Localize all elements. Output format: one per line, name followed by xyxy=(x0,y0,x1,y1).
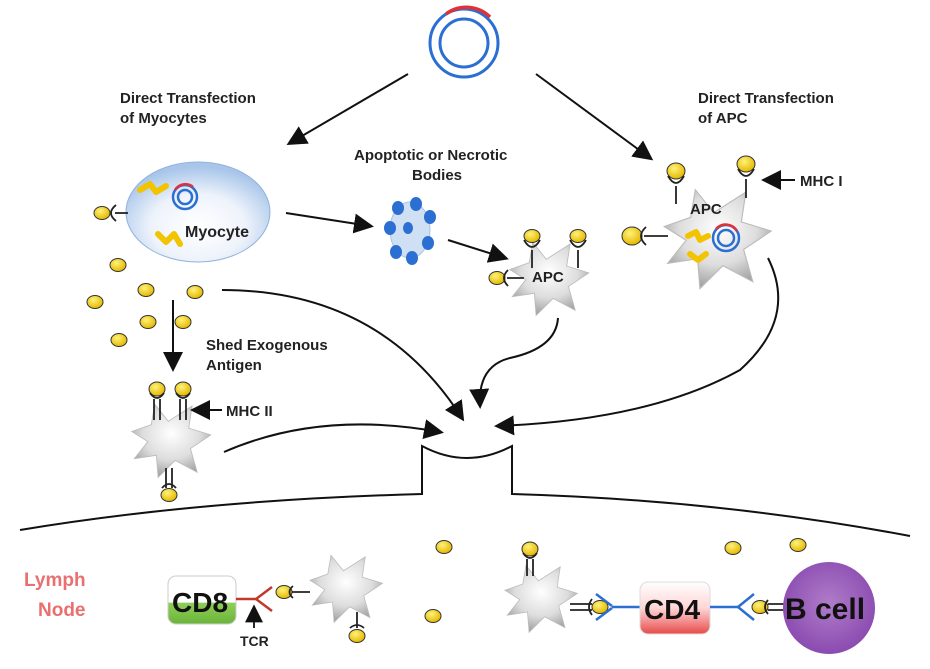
apc-right-side-receptor xyxy=(621,226,668,246)
tcr-receptor xyxy=(236,586,273,612)
label-cd4: CD4 xyxy=(644,594,700,625)
label-shed-2: Antigen xyxy=(206,357,262,374)
cd4-bcell-receptor xyxy=(710,593,790,621)
mrna-squiggle-icon xyxy=(137,181,169,195)
label-apc-right: APC xyxy=(690,201,722,218)
mrna-squiggle-icon xyxy=(687,251,709,263)
label-direct-transfection-apc-2: of APC xyxy=(698,110,748,127)
arrow-myocyte-to-lymph xyxy=(221,289,465,422)
myocyte-surface-antigen xyxy=(93,204,128,222)
label-tcr: TCR xyxy=(240,633,269,649)
arrow-myocyte-to-bodies xyxy=(285,212,374,234)
apc-right-plasmid-icon xyxy=(711,223,741,253)
free-antigens xyxy=(86,258,204,347)
mhc2-cd4-complex xyxy=(570,593,640,621)
mrna-squiggle-icon xyxy=(685,229,711,243)
label-mhc2: MHC II xyxy=(226,403,273,420)
arrow-plasmid-to-myocyte xyxy=(286,73,409,146)
cd8-antigen-complex xyxy=(275,585,310,599)
apc-middle-side-receptor xyxy=(488,269,524,287)
label-shed-1: Shed Exogenous xyxy=(206,337,328,354)
label-direct-transfection-myocytes-2: of Myocytes xyxy=(120,110,207,127)
apc-cell-cd8-contact xyxy=(309,554,383,623)
label-bcell: B cell xyxy=(785,593,865,626)
b-cell xyxy=(783,562,875,654)
mhc2-receptor xyxy=(174,381,192,420)
label-apoptotic-2: Bodies xyxy=(412,167,462,184)
apc-bottom-receptor xyxy=(348,612,366,643)
apc-cell-mhc2 xyxy=(131,403,212,478)
label-direct-transfection-myocytes-1: Direct Transfection xyxy=(120,90,256,107)
label-mhc1: MHC I xyxy=(800,173,843,190)
mhc2-bottom-receptor xyxy=(160,468,178,502)
lymph-node-boundary xyxy=(19,444,911,537)
apc-right-mhc1-receptor xyxy=(736,155,756,198)
arrow-apc-right-to-lymph xyxy=(494,257,780,436)
label-lymph: Lymph xyxy=(24,570,86,591)
label-apc-middle: APC xyxy=(532,269,564,286)
label-myocyte: Myocyte xyxy=(185,224,249,241)
label-cd8: CD8 xyxy=(172,587,228,618)
lymph-free-antigens xyxy=(424,538,807,623)
plasmid-small-icon xyxy=(171,182,199,211)
apc-cell-cd4-contact xyxy=(504,564,578,633)
arrow-mhc2-to-lymph xyxy=(223,419,444,453)
apc-cd4-top-receptor xyxy=(521,541,539,576)
myocyte-cell: Myocyte xyxy=(125,161,271,263)
apc-right-mhc1-receptor xyxy=(666,162,686,204)
arrow-plasmid-to-apc xyxy=(535,73,654,161)
apc-middle-mhc1-receptor xyxy=(569,229,587,269)
apoptotic-bodies xyxy=(384,197,436,265)
label-node: Node xyxy=(38,600,86,621)
mhc2-receptor xyxy=(148,381,166,420)
label-direct-transfection-apc-1: Direct Transfection xyxy=(698,90,834,107)
plasmid-icon xyxy=(428,5,500,79)
arrow-bodies-to-apc xyxy=(447,239,509,263)
arrow-apc-mid-to-lymph xyxy=(469,317,559,409)
mrna-squiggle-icon xyxy=(155,231,183,247)
label-apoptotic-1: Apoptotic or Necrotic xyxy=(354,147,507,164)
